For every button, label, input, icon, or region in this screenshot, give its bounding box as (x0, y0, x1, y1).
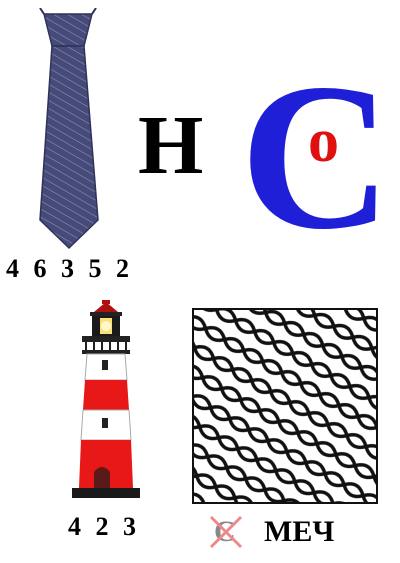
big-blue-letter: С (240, 41, 392, 273)
cross-mark-icon (209, 515, 243, 549)
net-picture (192, 308, 378, 504)
tie-digits: 4 6 3 5 2 (6, 254, 133, 283)
lighthouse-picture (72, 300, 140, 498)
inner-red-letter: о (308, 107, 339, 175)
tie-picture (39, 8, 99, 250)
middle-letter: Н (138, 99, 204, 192)
answer-word: МЕЧ (264, 515, 335, 548)
lighthouse-digits: 4 2 3 (68, 512, 140, 541)
